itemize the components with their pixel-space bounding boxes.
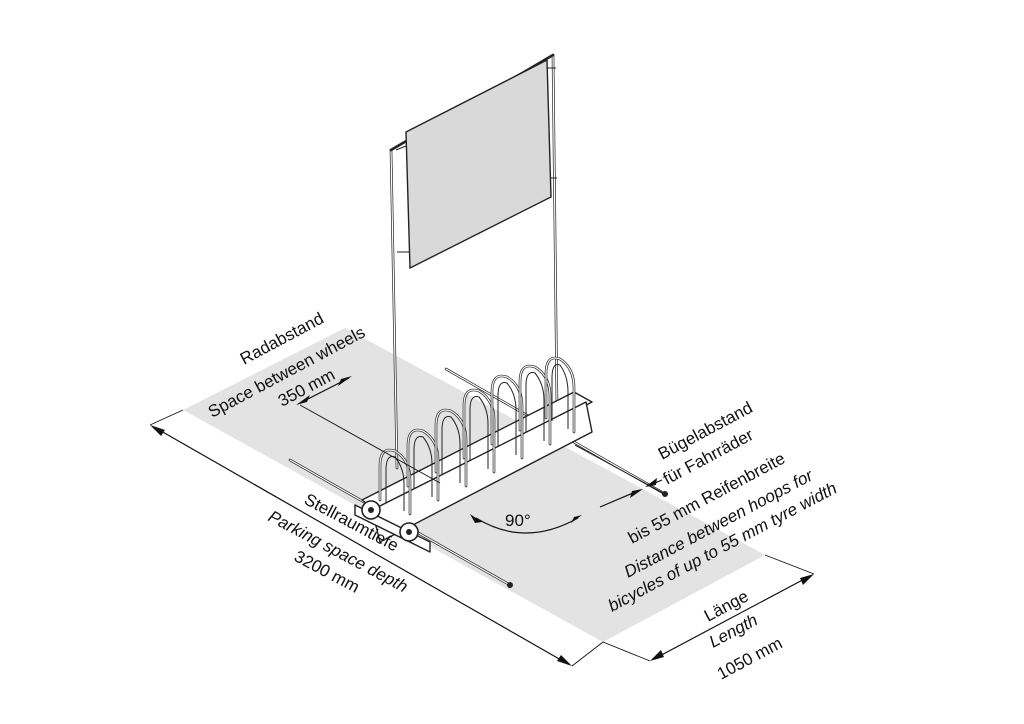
hoop-7 [545,357,575,433]
sign-panel [405,58,552,270]
hoop-inner-6 [525,372,545,441]
length-dimension [602,554,815,662]
hoop-inner-1 [385,456,405,511]
angle-marker [470,514,582,534]
hoop-6 [519,365,551,445]
base-beam-side [371,401,593,543]
hoop-inner-2 [413,436,433,497]
wheel-spacing-dimension [296,376,441,484]
bike-hoops [378,356,576,516]
label-angle: 90° [505,511,531,530]
hoop-spacing-dimension [599,478,663,508]
hoop-inner-4 [469,396,489,469]
rack-base [354,391,593,553]
sign-board [389,53,559,470]
hoop-inner-3 [441,416,461,483]
hoop-inner-5 [497,382,517,455]
hoop-inner-7 [551,364,569,429]
depth-dimension [149,409,604,667]
